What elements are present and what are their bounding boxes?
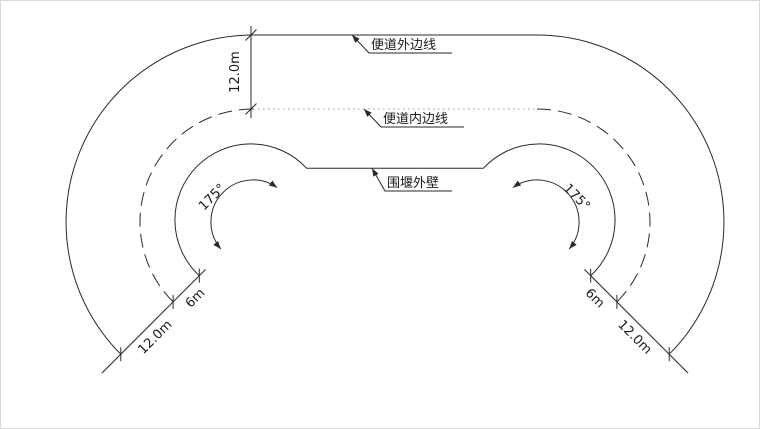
left-angle-dimension-arc xyxy=(210,179,278,250)
inner-edge-leader-line xyxy=(363,108,464,128)
cofferdam-wall-line xyxy=(174,143,616,277)
left-width-dimension xyxy=(101,268,206,374)
cofferdam-wall-label: 围堰外壁 xyxy=(387,176,439,191)
left-outer-width-dimension-text: 12.0m xyxy=(136,318,176,358)
outer-edge-label: 便道外边线 xyxy=(371,38,436,53)
top-width-dimension-text: 12.0m xyxy=(228,51,243,93)
top-dimension-tick-lower xyxy=(245,103,257,115)
left-inner-gap-dimension-text: 6m xyxy=(183,286,208,311)
top-width-dimension xyxy=(245,26,257,118)
cofferdam-wall-leader-line xyxy=(371,168,452,192)
road-inner-edge-left-arc xyxy=(139,108,254,303)
right-angle-dimension-text: 175° xyxy=(560,181,593,214)
road-outer-edge-line xyxy=(65,34,725,355)
right-width-dimension xyxy=(584,268,689,374)
right-inner-gap-dimension-text: 6m xyxy=(582,286,607,311)
right-outer-width-dimension-text: 12.0m xyxy=(614,318,654,358)
right-angle-dimension-arc xyxy=(512,179,580,250)
inner-edge-label: 便道内边线 xyxy=(383,111,448,127)
top-dimension-tick-upper xyxy=(245,29,257,41)
road-inner-edge-right-arc xyxy=(536,108,651,303)
right-dimension-line xyxy=(584,269,689,374)
outer-edge-leader-line xyxy=(351,34,452,54)
left-dimension-line xyxy=(101,269,206,374)
